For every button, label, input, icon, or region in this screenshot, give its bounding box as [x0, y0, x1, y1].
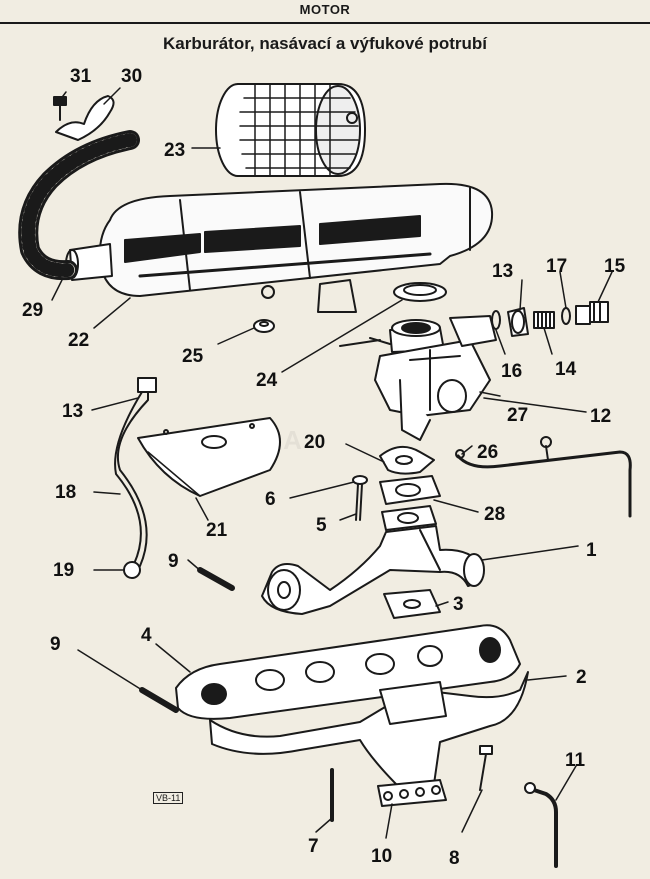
callout-22: 22 — [68, 330, 89, 351]
callout-25: 25 — [182, 346, 204, 367]
hose-clamp-30 — [55, 95, 115, 141]
callout-labels: 1 2 3 4 5 6 7 8 9 9 10 11 12 13 13 14 15… — [22, 66, 626, 869]
tube-11 — [524, 782, 558, 868]
exhaust-manifold-2 — [209, 671, 529, 807]
callout-9-lower: 9 — [50, 634, 61, 655]
flange-gasket-3 — [383, 589, 441, 619]
stud-9-lower — [139, 687, 179, 713]
callout-29: 29 — [22, 300, 43, 321]
callout-26: 26 — [477, 442, 498, 463]
callout-13-fuel: 13 — [492, 261, 513, 282]
diagram-code: VB-11 — [153, 792, 184, 804]
callout-17: 17 — [546, 256, 567, 277]
leader-lines — [51, 87, 613, 839]
banjo-bolt-15 — [575, 301, 609, 325]
screw-31 — [53, 96, 67, 121]
callout-20: 20 — [304, 432, 325, 453]
bolt-6 — [352, 475, 368, 521]
callout-10: 10 — [371, 846, 392, 867]
callout-2: 2 — [576, 667, 587, 688]
callout-4: 4 — [141, 625, 152, 646]
callout-27: 27 — [507, 405, 528, 426]
washer-17 — [561, 307, 571, 325]
callout-1: 1 — [586, 540, 597, 561]
callout-14: 14 — [555, 359, 577, 380]
callout-31: 31 — [70, 66, 92, 87]
bolt-8 — [479, 745, 493, 791]
manifold-gasket-4 — [175, 624, 521, 720]
washer-16 — [491, 310, 501, 330]
callout-9-upper: 9 — [168, 551, 179, 572]
filter-screen-14 — [533, 311, 555, 329]
callout-3: 3 — [453, 594, 464, 615]
callout-11: 11 — [565, 750, 586, 771]
carburetor-12 — [339, 315, 497, 441]
section-label: MOTOR — [299, 2, 351, 17]
callout-23: 23 — [164, 140, 185, 161]
fuel-pipe-26 — [455, 436, 632, 518]
gasket-20 — [379, 445, 435, 475]
callout-12: 12 — [590, 406, 611, 427]
intake-manifold-1 — [261, 525, 485, 615]
stud-9-upper — [197, 567, 235, 591]
callout-16: 16 — [501, 361, 522, 382]
cable-18 — [114, 377, 157, 579]
callout-30: 30 — [121, 66, 142, 87]
callout-21: 21 — [206, 520, 228, 541]
air-filter-23 — [215, 83, 366, 177]
callout-6: 6 — [265, 489, 276, 510]
flexible-hose-29 — [18, 130, 140, 281]
callout-7: 7 — [308, 836, 319, 857]
callout-15: 15 — [604, 256, 626, 277]
callout-28: 28 — [484, 504, 505, 525]
callout-18: 18 — [55, 482, 76, 503]
spacer-28 — [379, 475, 441, 531]
callout-8: 8 — [449, 848, 460, 869]
callout-13-cable: 13 — [62, 401, 83, 422]
callout-24: 24 — [256, 370, 278, 391]
page-title: Karburátor, nasávací a výfukové potrubí — [162, 34, 488, 53]
callout-19: 19 — [53, 560, 74, 581]
banjo-fitting-13 — [507, 307, 529, 337]
gasket-24 — [393, 282, 447, 302]
heat-shield-21 — [137, 417, 281, 497]
header-divider — [0, 22, 650, 24]
nut-25 — [253, 319, 275, 333]
muffler-22 — [65, 182, 494, 313]
callout-5: 5 — [316, 515, 327, 536]
